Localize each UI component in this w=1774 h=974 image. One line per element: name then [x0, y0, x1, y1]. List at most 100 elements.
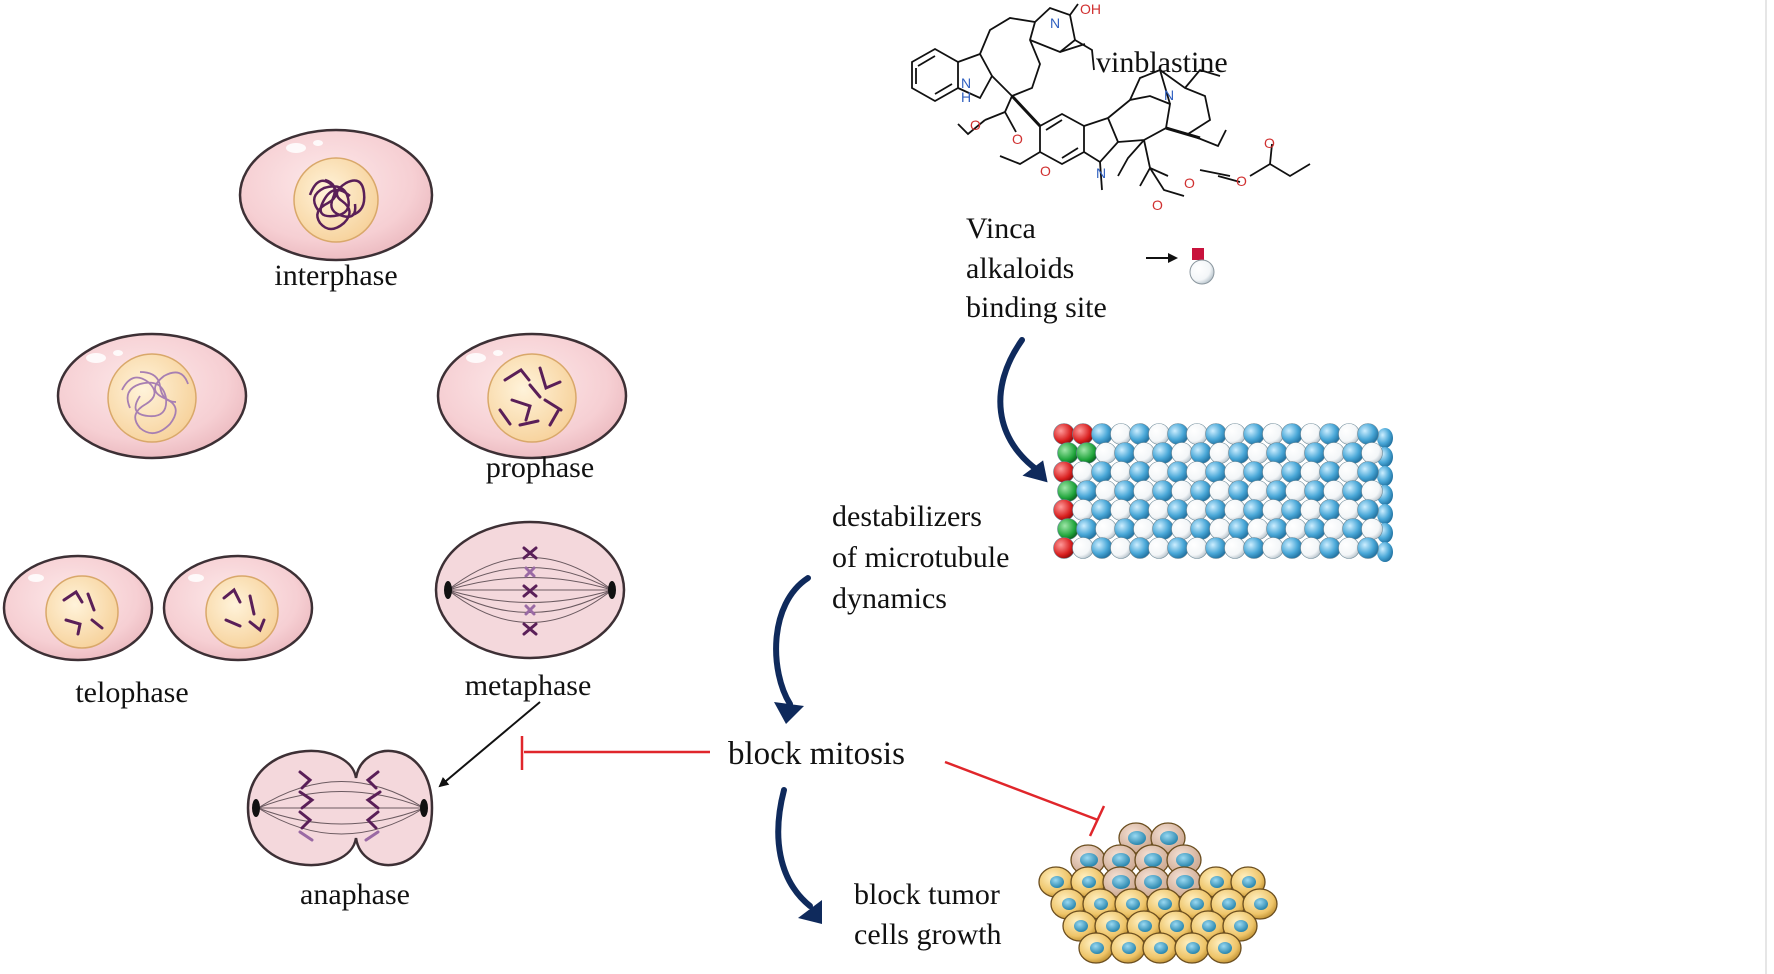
tubulin-bead	[1285, 480, 1307, 502]
destabilizers-line1: destabilizers	[832, 500, 982, 533]
binding-site-line2: alkaloids	[966, 252, 1074, 285]
microtubule	[1053, 423, 1393, 562]
tubulin-bead	[1186, 423, 1208, 445]
tumor-cell-nucleus	[1170, 920, 1184, 932]
tubulin-bead	[1323, 518, 1345, 540]
tubulin-bead	[1243, 537, 1265, 559]
tumor-cell-nucleus	[1160, 831, 1178, 845]
tubulin-bead	[1281, 499, 1303, 521]
tumor-cell-nucleus	[1138, 920, 1152, 932]
tubulin-bead	[1342, 442, 1364, 464]
tubulin-bead	[1190, 480, 1212, 502]
tubulin-bead	[1129, 461, 1151, 483]
tubulin-bead	[1171, 442, 1193, 464]
tubulin-bead	[1304, 480, 1326, 502]
tubulin-bead	[1342, 480, 1364, 502]
acetate-oxygen-label: O	[1236, 173, 1247, 189]
tubulin-bead	[1357, 423, 1379, 445]
inhibit-tumor	[944, 760, 1106, 837]
tumor-cell-cluster	[1038, 822, 1278, 964]
condensed-chromosomes	[498, 366, 563, 427]
vinblastine-atom-labels: OH N N H O O O N N O O O O	[961, 1, 1275, 213]
tubulin-bead	[1323, 442, 1345, 464]
tubulin-bead	[1114, 442, 1136, 464]
tumor-cell-nucleus	[1210, 876, 1224, 888]
hydroxyl-oxygen-label: O	[1152, 197, 1163, 213]
tubulin-bead	[1357, 499, 1379, 521]
tubulin-bead	[1209, 442, 1231, 464]
tumor-cell-nucleus	[1190, 898, 1204, 910]
hydroxyl-label: OH	[1080, 1, 1101, 17]
tubulin-bead	[1228, 480, 1250, 502]
tubulin-bead	[1361, 442, 1383, 464]
tubulin-bead	[1262, 423, 1284, 445]
tumor-cell-nucleus	[1050, 876, 1064, 888]
tubulin-bead	[1247, 480, 1269, 502]
tubulin-bead	[1133, 518, 1155, 540]
tubulin-bead	[1129, 423, 1151, 445]
methoxy-oxygen-label: O	[1040, 163, 1051, 179]
tubulin-bead	[1148, 423, 1170, 445]
tubulin-bead	[1304, 518, 1326, 540]
metaphase-cell	[434, 520, 626, 660]
tumor-cell-nucleus	[1082, 876, 1096, 888]
tubulin-bead	[1300, 537, 1322, 559]
tubulin-bead	[1072, 499, 1094, 521]
tubulin-bead	[1095, 518, 1117, 540]
microtubule-end-bead	[1377, 504, 1393, 524]
prophase-label: prophase	[486, 451, 594, 484]
tubulin-bead	[1091, 499, 1113, 521]
tubulin-bead	[1152, 480, 1174, 502]
tumor-cell-nucleus	[1126, 898, 1140, 910]
tubulin-bead	[1095, 442, 1117, 464]
tubulin-bead	[1281, 423, 1303, 445]
tubulin-bead	[1209, 480, 1231, 502]
tubulin-bead	[1186, 461, 1208, 483]
tubulin-bead	[1319, 423, 1341, 445]
tubulin-bead	[1091, 537, 1113, 559]
tubulin-bead	[1205, 461, 1227, 483]
binding-site-line3: binding site	[966, 291, 1107, 324]
prophase-cell	[436, 332, 628, 460]
tumor-cell-nucleus	[1158, 898, 1172, 910]
tubulin-bead	[1281, 461, 1303, 483]
tumor-cell-nucleus	[1242, 876, 1256, 888]
tubulin-bead	[1342, 518, 1364, 540]
tubulin-bead	[1053, 537, 1075, 559]
acetate-carbonyl-label: O	[1264, 135, 1275, 151]
tubulin-bead	[1190, 518, 1212, 540]
tubulin-bead	[1129, 537, 1151, 559]
tumor-cell-nucleus	[1112, 853, 1130, 867]
tubulin-bead	[1114, 518, 1136, 540]
diffuse-chromatin	[121, 371, 189, 434]
tubulin-bead	[1167, 423, 1189, 445]
tubulin-bead	[1247, 442, 1269, 464]
vinblastine-name: vinblastine	[1096, 46, 1228, 79]
tubulin-bead	[1167, 499, 1189, 521]
tumor-cell-nucleus	[1112, 875, 1130, 889]
tubulin-bead	[1361, 480, 1383, 502]
block-tumor-line1: block tumor	[854, 878, 1000, 911]
tubulin-bead	[1338, 537, 1360, 559]
metaphase-label: metaphase	[465, 669, 592, 702]
tumor-cell-nucleus	[1128, 831, 1146, 845]
tumor-cell-nucleus	[1222, 898, 1236, 910]
indoline-nitrogen-label: N	[1096, 165, 1106, 181]
tubulin-bead	[1076, 442, 1098, 464]
tubulin-bead	[1323, 480, 1345, 502]
tubulin-bead	[1266, 518, 1288, 540]
indole-hydrogen-label: H	[961, 89, 971, 105]
ester-oxygen-label: O	[1012, 131, 1023, 147]
tubulin-bead	[1091, 461, 1113, 483]
tubulin-bead	[1148, 499, 1170, 521]
tubulin-bead	[1319, 537, 1341, 559]
vinblastine-structure	[911, 3, 1311, 197]
aligned-chromosomes	[522, 546, 538, 636]
tubulin-bead	[1304, 442, 1326, 464]
tubulin-bead	[1300, 423, 1322, 445]
tumor-cell-nucleus	[1218, 942, 1232, 954]
tubulin-bead	[1186, 537, 1208, 559]
tubulin-bead	[1224, 499, 1246, 521]
tubulin-bead	[1053, 423, 1075, 445]
tumor-cell-nucleus	[1106, 920, 1120, 932]
